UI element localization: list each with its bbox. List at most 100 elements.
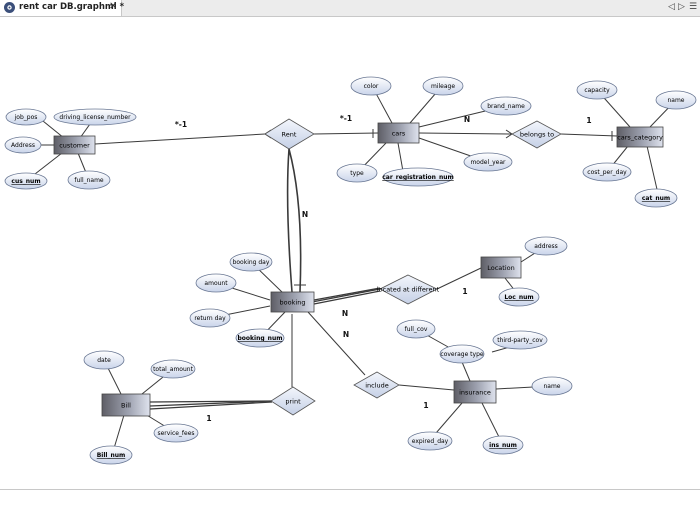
entity-booking[interactable]: booking: [270, 291, 315, 313]
relationship-located-at-different[interactable]: located at different: [377, 274, 440, 305]
attribute-label: amount: [204, 280, 228, 287]
attribute-bill-num[interactable]: Bill_num: [89, 445, 133, 465]
entity-label: insurance: [459, 389, 491, 397]
attribute-label: booking_num: [238, 335, 283, 342]
tab-bar: rent car DB.graphml * ✕ ◁ ▷ ☰: [0, 0, 700, 17]
attribute-color[interactable]: color: [350, 76, 392, 96]
attribute-booking-num[interactable]: booking_num: [235, 328, 285, 348]
attribute-full-cov[interactable]: full_cov: [396, 319, 436, 339]
relationship-include[interactable]: include: [353, 371, 400, 399]
attribute-location-address[interactable]: address: [524, 236, 568, 256]
attribute-brand-name[interactable]: brand_name: [480, 96, 532, 116]
attribute-label: service_fees: [157, 430, 194, 437]
attribute-shapes: job_pos driving_license_number Address c…: [4, 76, 697, 465]
entity-insurance[interactable]: insurance: [453, 380, 497, 404]
attribute-label: total_amount: [153, 366, 194, 373]
entity-shapes: customer cars cars_category booking Loca…: [53, 122, 664, 417]
attribute-label: model_year: [470, 159, 506, 166]
attribute-model-year[interactable]: model_year: [463, 152, 513, 172]
entity-cars[interactable]: cars: [377, 122, 420, 144]
attribute-cus-num[interactable]: cus_num: [4, 172, 48, 190]
cardinality-label: N: [343, 330, 349, 339]
attribute-cost-per-day[interactable]: cost_per_day: [582, 162, 632, 182]
attribute-coverage-type[interactable]: coverage type: [439, 344, 485, 364]
entity-label: booking: [280, 299, 306, 307]
attribute-label: driving_license_number: [59, 114, 131, 121]
attribute-job-pos[interactable]: job_pos: [5, 108, 47, 126]
attribute-label: cost_per_day: [587, 169, 627, 176]
graph-app-icon: [4, 2, 15, 13]
attribute-date[interactable]: date: [83, 350, 125, 370]
attribute-capacity[interactable]: capacity: [576, 80, 618, 100]
attribute-label: Address: [11, 142, 35, 149]
attribute-loc-num[interactable]: Loc_num: [498, 287, 540, 307]
attribute-label: booking day: [233, 259, 270, 266]
attribute-label: coverage type: [440, 351, 483, 358]
scroll-left-icon[interactable]: ◁: [668, 2, 675, 12]
attribute-type[interactable]: type: [336, 163, 378, 183]
attribute-label: type: [350, 170, 364, 177]
cardinality-label: N: [302, 210, 308, 219]
cardinality-label: 1: [423, 401, 428, 410]
cardinality-label: 1: [206, 414, 211, 423]
entity-cars-category[interactable]: cars_category: [616, 126, 664, 148]
attribute-third-party-cov[interactable]: third-party_cov: [492, 330, 548, 350]
attribute-label: cus_num: [11, 178, 40, 185]
attribute-cat-num[interactable]: cat_num: [634, 188, 678, 208]
attribute-full-name[interactable]: full_name: [67, 170, 111, 190]
attribute-service-fees[interactable]: service_fees: [153, 423, 199, 443]
tab-title: rent car DB.graphml *: [19, 2, 125, 12]
entity-label: cars_category: [617, 134, 663, 142]
attribute-label: name: [543, 383, 560, 390]
attribute-label: date: [97, 357, 111, 364]
attribute-label: color: [364, 83, 379, 90]
attribute-mileage[interactable]: mileage: [422, 76, 464, 96]
cardinality-label: N: [464, 115, 470, 124]
relationship-print[interactable]: print: [270, 386, 316, 416]
entity-label: cars: [392, 130, 406, 138]
attribute-label: expired_day: [412, 438, 449, 445]
relationship-belongs-to[interactable]: belongs to: [511, 120, 562, 149]
attribute-booking-day[interactable]: booking day: [229, 252, 273, 272]
attribute-label: full_name: [74, 177, 104, 184]
relationship-label: Rent: [282, 131, 297, 139]
attribute-total-amount[interactable]: total_amount: [150, 359, 196, 379]
attribute-label: ins_num: [489, 442, 517, 449]
relationship-label: include: [365, 382, 389, 390]
attribute-return-day[interactable]: return day: [189, 308, 231, 328]
attribute-ins-num[interactable]: ins_num: [482, 435, 524, 455]
entity-label: Location: [487, 264, 515, 272]
attribute-insurance-name[interactable]: name: [531, 376, 573, 396]
entity-label: Bill: [121, 402, 131, 410]
attribute-driving-license-number[interactable]: driving_license_number: [53, 108, 137, 126]
relationship-shapes: Rent belongs to located at different inc…: [264, 118, 562, 416]
entity-location[interactable]: Location: [480, 256, 522, 279]
status-divider: [0, 489, 700, 490]
scroll-right-icon[interactable]: ▷: [678, 2, 685, 12]
cardinality-label: 1: [586, 116, 591, 125]
attribute-car-registration-num[interactable]: car_registration_num: [382, 167, 454, 187]
attribute-label: name: [667, 97, 684, 104]
relationship-label: belongs to: [520, 131, 554, 139]
attribute-category-name[interactable]: name: [655, 90, 697, 110]
attribute-label: return day: [194, 315, 226, 322]
entity-bill[interactable]: Bill: [101, 393, 151, 417]
attribute-label: cat_num: [642, 195, 670, 202]
close-icon[interactable]: ✕: [109, 1, 118, 12]
attribute-expired-day[interactable]: expired_day: [407, 431, 453, 451]
relationship-rent[interactable]: Rent: [264, 118, 315, 150]
attribute-label: Loc_num: [504, 294, 533, 301]
relationship-label: located at different: [377, 286, 440, 294]
entity-customer[interactable]: customer: [53, 135, 96, 155]
cardinality-labels: *-1 *-1 N 1 N 1 N N 1 1: [175, 114, 592, 423]
attribute-label: third-party_cov: [497, 337, 543, 344]
attribute-label: full_cov: [405, 326, 428, 333]
attribute-label: car_registration_num: [382, 174, 454, 181]
cardinality-label: *-1: [340, 114, 352, 123]
attribute-address[interactable]: Address: [4, 136, 42, 154]
document-tab[interactable]: rent car DB.graphml * ✕: [0, 0, 125, 16]
attribute-label: job_pos: [14, 114, 38, 121]
attribute-amount[interactable]: amount: [195, 273, 237, 293]
tab-menu-icon[interactable]: ☰: [689, 2, 698, 12]
